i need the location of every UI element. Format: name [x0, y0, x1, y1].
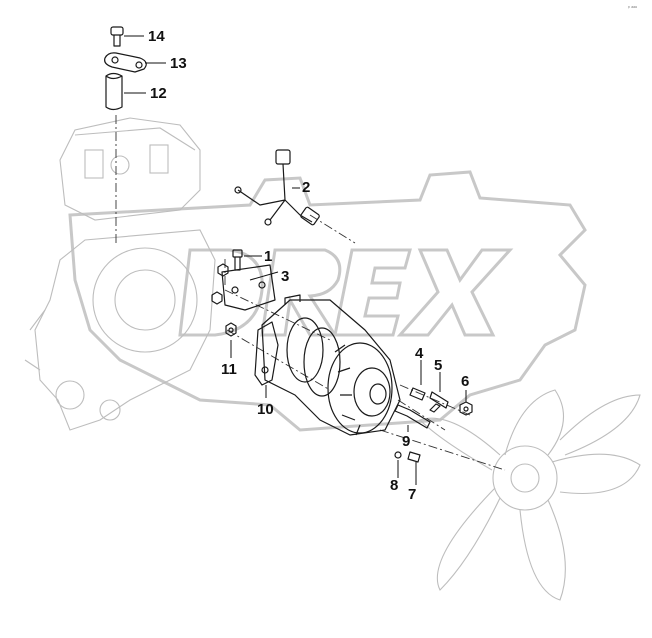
callout-14: 14 [148, 28, 165, 45]
part-10-bracket [254, 321, 279, 386]
engine-context [24, 117, 641, 601]
callout-9: 9 [402, 433, 410, 450]
part-14-bolt [110, 26, 124, 47]
part-nuts [211, 263, 229, 305]
part-4-bolt [409, 387, 426, 401]
corner-mark: ᵖ ᵃᵃᵃ [628, 5, 637, 11]
part-12-spacer [105, 72, 123, 111]
callout-2: 2 [302, 179, 310, 196]
part-5-stud [429, 391, 449, 413]
callout-11: 11 [221, 361, 237, 378]
part-13-link [104, 52, 147, 73]
callout-1: 1 [264, 248, 272, 265]
leader-lines [124, 35, 467, 485]
part-2-wiring-harness [234, 149, 320, 226]
part-8-washer [394, 451, 402, 459]
part-3-bracket [221, 264, 276, 311]
part-7-bolt [407, 451, 421, 463]
callout-12: 12 [150, 85, 167, 102]
callout-3: 3 [281, 268, 289, 285]
part-alternator [261, 294, 401, 436]
callout-8: 8 [390, 477, 398, 494]
callout-10: 10 [257, 401, 274, 418]
callout-6: 6 [461, 373, 469, 390]
callout-7: 7 [408, 486, 416, 503]
part-11-nut [225, 322, 237, 337]
callout-13: 13 [170, 55, 187, 72]
callout-4: 4 [415, 345, 424, 362]
callout-5: 5 [434, 357, 442, 374]
watermark-logo [68, 170, 587, 432]
callout-labels: 14 13 12 2 1 3 4 5 6 9 8 7 10 11 [148, 28, 469, 503]
fan-blades [418, 389, 641, 601]
part-9-bolt [394, 404, 431, 429]
